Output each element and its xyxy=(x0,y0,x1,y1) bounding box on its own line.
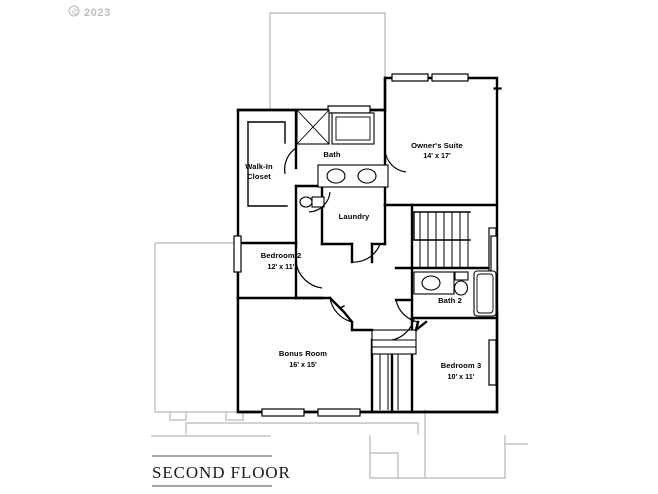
ghost-notch-bottom-right xyxy=(369,452,399,479)
window-bath-top xyxy=(327,105,371,114)
door-swings xyxy=(284,147,428,341)
window-bottom-b xyxy=(317,408,361,417)
wall-hall-landing-right xyxy=(414,320,428,332)
bath2-sink xyxy=(421,275,441,291)
room-dim-bedroom-2: 12' x 11' xyxy=(267,262,294,271)
double-vanity-sink-left xyxy=(326,168,346,184)
room-dim-bonus-room: 16' x 15' xyxy=(289,360,317,369)
stairs-down xyxy=(371,329,417,410)
room-label-walk-in-closet-line2: Closet xyxy=(247,172,271,181)
door-arc-walk-in-closet xyxy=(284,147,297,175)
door-arc-bonus-room xyxy=(329,297,353,323)
toilet-owners-tank xyxy=(311,196,325,208)
room-dim-bedroom-3: 10' x 11' xyxy=(447,372,474,381)
copyright-watermark: © 2023 xyxy=(68,5,111,19)
soaking-tub-inner xyxy=(335,116,371,141)
door-arc-bedroom3 xyxy=(391,317,415,341)
room-label-bath-2: Bath 2 xyxy=(438,296,462,305)
room-label-bonus-room: Bonus Room xyxy=(279,349,327,358)
copyright-icon xyxy=(68,5,80,17)
door-arc-bedroom2 xyxy=(295,261,323,289)
bath2-tub-inner xyxy=(476,273,494,314)
owners-bath-fixtures xyxy=(296,109,389,208)
window-bottom-a xyxy=(261,408,305,417)
interior-walls xyxy=(236,76,499,414)
toilet-owners-bath xyxy=(299,196,313,208)
room-label-bedroom-2: Bedroom 2 xyxy=(261,251,302,260)
window-bedroom2-left-a xyxy=(233,235,242,273)
copyright-symbol: © xyxy=(72,7,79,17)
page-title: SECOND FLOOR xyxy=(152,463,291,482)
bath2-fixtures xyxy=(413,270,497,317)
door-arc-bath2 xyxy=(395,299,419,323)
soaking-tub xyxy=(331,112,375,145)
wall-hall-diagonal-left xyxy=(328,296,354,324)
room-label-walk-in-closet: Walk-In xyxy=(245,162,273,171)
closet-shelf-outline xyxy=(247,121,286,144)
door-arc-laundry xyxy=(351,243,381,263)
stairs-up xyxy=(413,211,471,268)
bath2-tub xyxy=(473,270,497,317)
room-label-bedroom-3: Bedroom 3 xyxy=(441,361,482,370)
bath2-toilet xyxy=(453,280,469,296)
room-label-owners-suite: Owner's Suite xyxy=(411,141,463,150)
room-dim-owners-suite: 14' x 17' xyxy=(423,151,451,160)
wall-hall-jog xyxy=(338,305,345,313)
ghost-band-bottom-center xyxy=(185,422,419,435)
window-owners-top-b xyxy=(431,73,469,82)
title-block: SECOND FLOOR xyxy=(152,455,291,487)
ghost-notch-left-b xyxy=(225,411,244,421)
room-label-bath: Bath xyxy=(323,150,341,159)
ghost-footprint-outlines xyxy=(151,12,528,479)
ghost-outline-bottom-right xyxy=(369,435,506,479)
ghost-notch-left-a xyxy=(169,411,187,421)
room-label-laundry: Laundry xyxy=(339,212,370,221)
copyright-year: 2023 xyxy=(84,7,111,19)
stair-down-landing xyxy=(371,329,417,355)
bath2-toilet-tank xyxy=(454,271,469,281)
ghost-outline-top xyxy=(269,12,386,111)
closet-inner-wall xyxy=(247,121,288,207)
double-vanity-sink-right xyxy=(357,168,377,184)
window-right-lower xyxy=(488,339,497,386)
window-owners-right-marker xyxy=(493,87,502,90)
room-labels: Owner's Suite 14' x 17' Bath Walk-In Clo… xyxy=(245,141,481,381)
ghost-outline-left xyxy=(154,242,238,413)
door-arc-owners-bath xyxy=(384,149,407,173)
window-owners-top-a xyxy=(391,73,429,82)
shower-diagonal-b xyxy=(296,109,330,145)
door-arc-water-closet xyxy=(308,191,331,213)
